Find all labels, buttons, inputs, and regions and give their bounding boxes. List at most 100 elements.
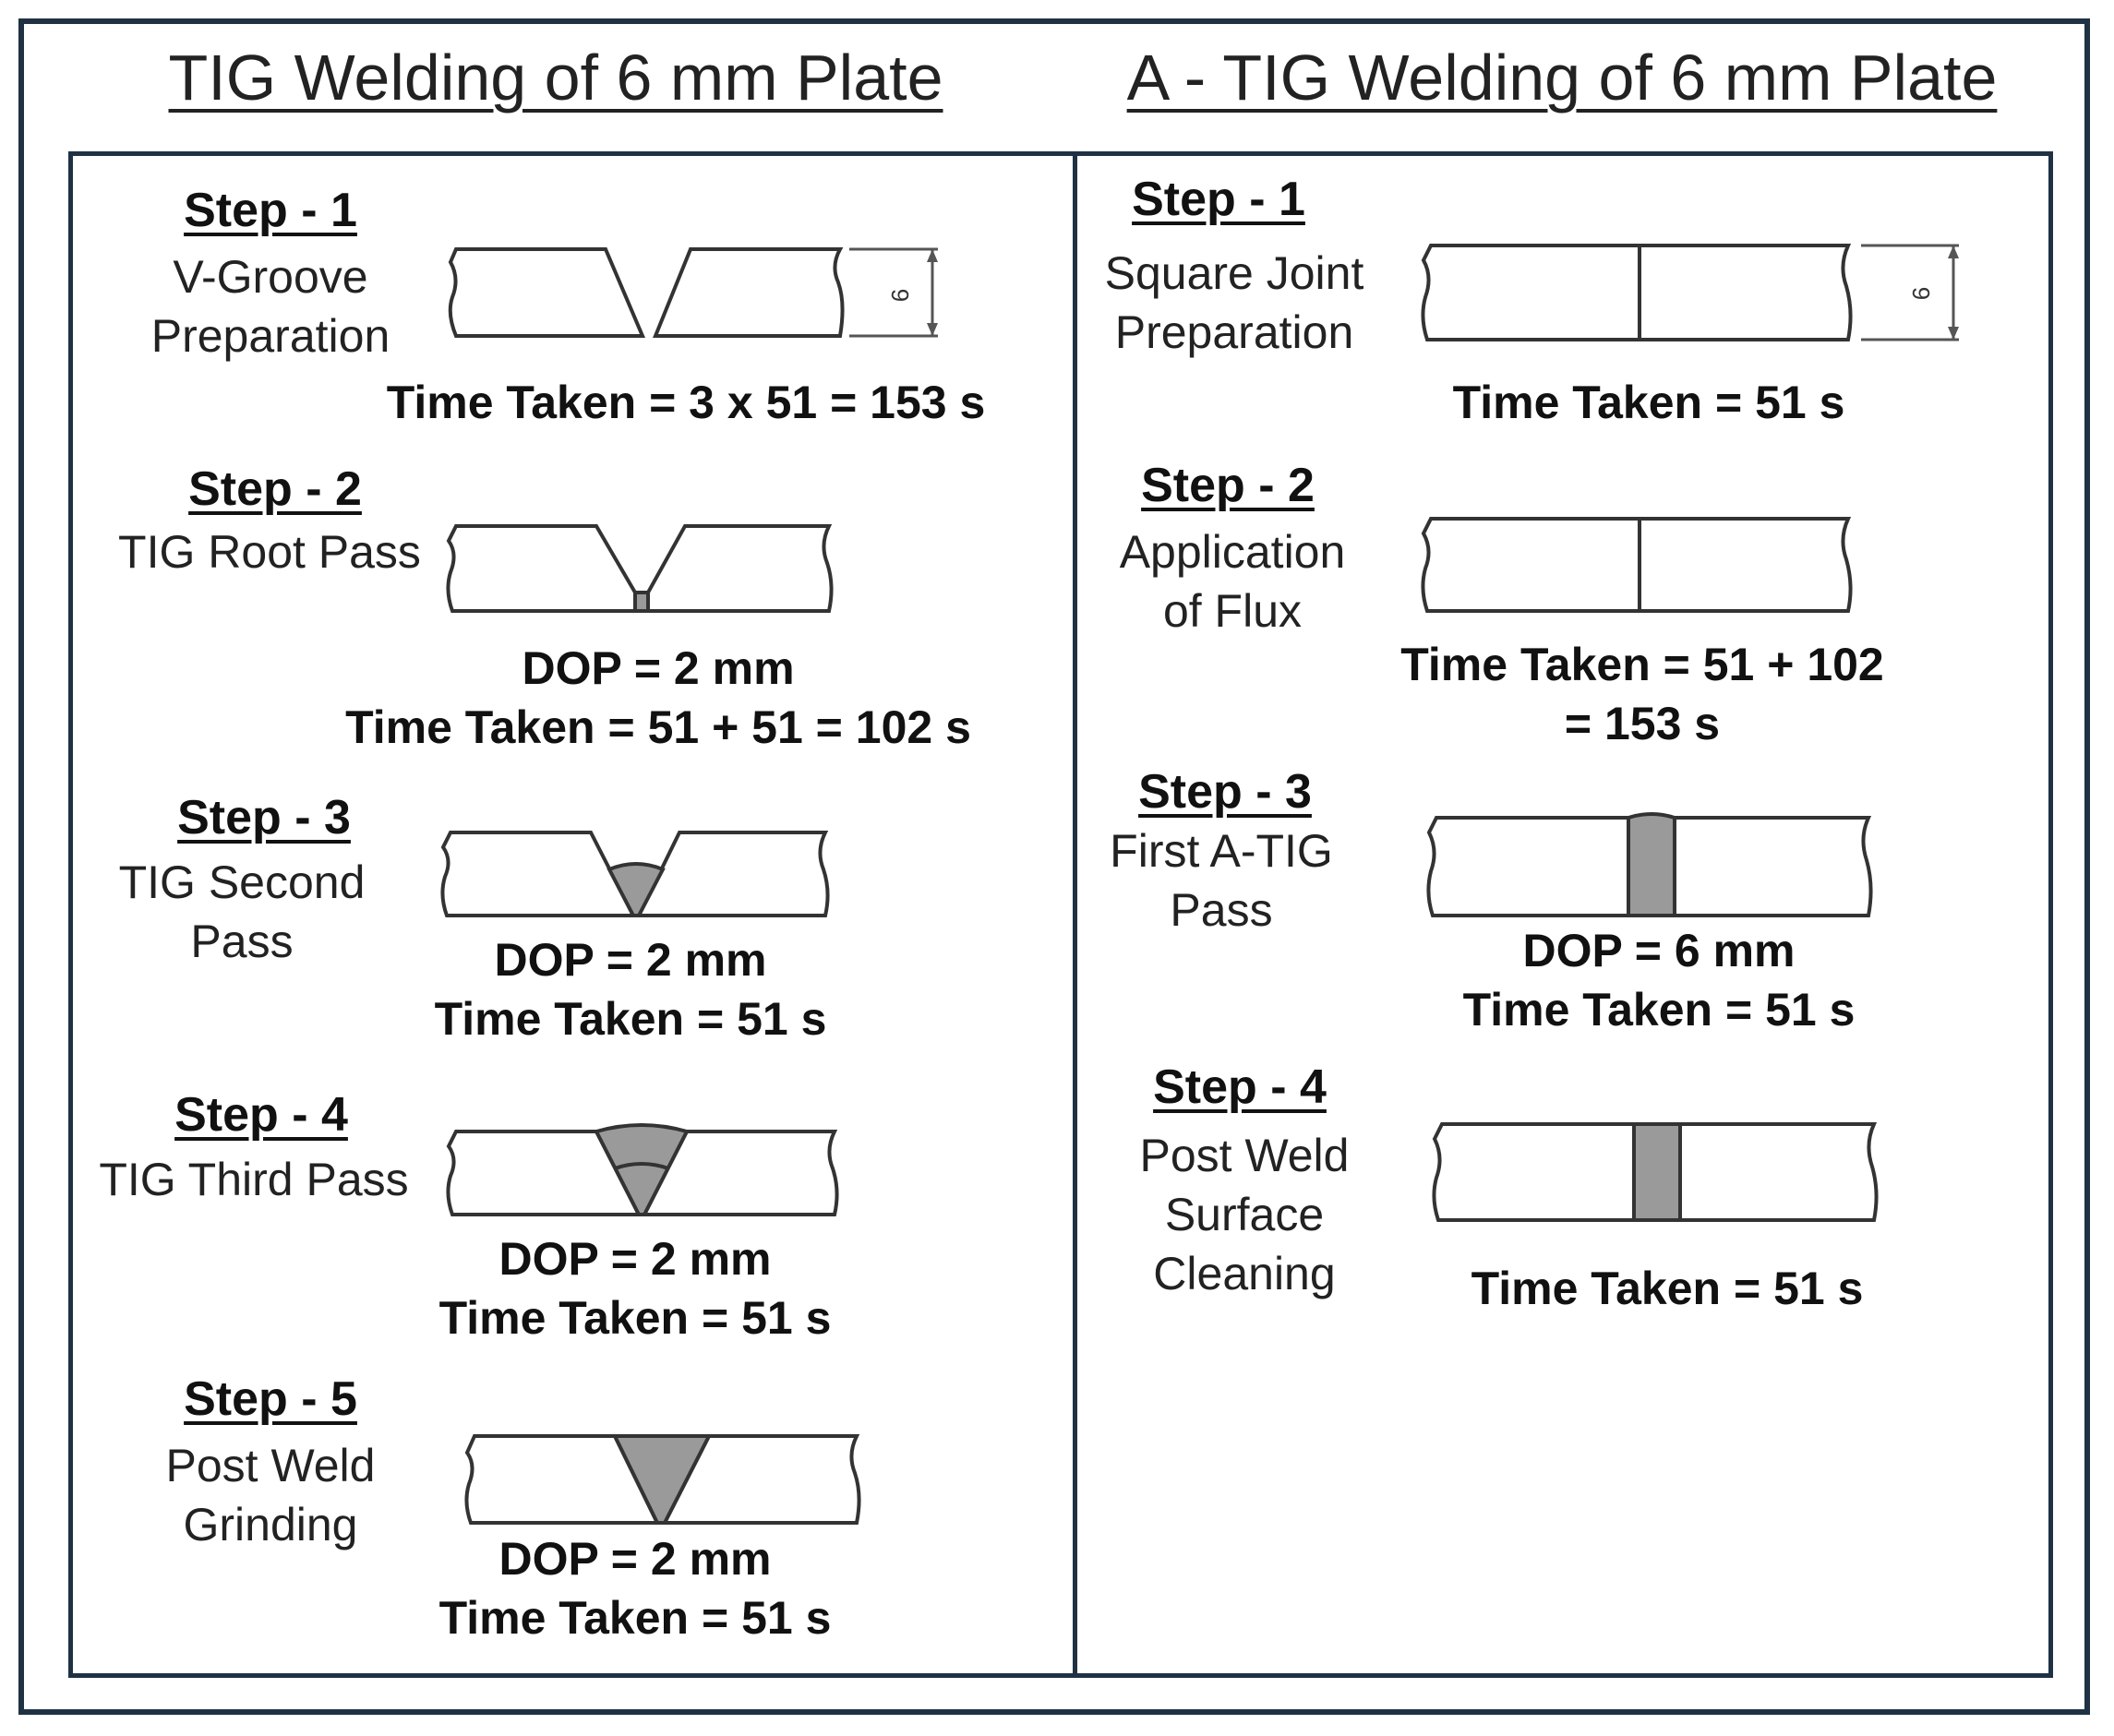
right-step-2-title: Step - 2 (1141, 459, 1315, 512)
left-step-3-desc-line-2: Pass (190, 916, 294, 967)
right-step-2-info: Time Taken = 51 + 102 = 153 s (1400, 635, 1884, 753)
second-pass-weld-bead (607, 862, 666, 917)
left-plate (440, 831, 637, 917)
right-step-4-title: Step - 4 (1153, 1060, 1327, 1114)
left-step-3-time: Time Taken = 51 s (434, 993, 827, 1045)
left-step-3-title: Step - 3 (177, 791, 351, 844)
post-weld-grinding-sketch (464, 1434, 861, 1525)
right-plate-square (1678, 1122, 1879, 1222)
right-plate-square (1638, 244, 1853, 341)
left-step-1-title: Step - 1 (184, 184, 357, 237)
left-plate-square (1421, 517, 1641, 613)
right-step-4-desc-line-1: Post Weld (1139, 1130, 1350, 1181)
right-step-1-desc-line-2: Preparation (1114, 306, 1354, 358)
left-step-1-info: Time Taken = 3 x 51 = 153 s (387, 373, 986, 432)
right-step-3-desc-line-2: Pass (1170, 884, 1273, 936)
right-step-1-title: Step - 1 (1132, 173, 1305, 226)
inner-frame (68, 151, 2053, 1678)
ground-weld-bead (611, 1434, 713, 1525)
right-step-2-desc-line-2: of Flux (1162, 585, 1303, 637)
right-plate (661, 1434, 861, 1525)
left-step-4-description: TIG Third Pass (99, 1150, 408, 1209)
third-pass-sketch (446, 1123, 839, 1216)
dimension-arrow-bottom (927, 323, 938, 336)
left-step-4-desc-line-1: TIG Third Pass (99, 1154, 409, 1205)
right-step-1-time: Time Taken = 51 s (1452, 377, 1845, 428)
left-step-3-description: TIG Second Pass (119, 853, 366, 971)
right-plate (635, 831, 830, 917)
cleaned-weld-bead (1632, 1122, 1682, 1222)
dimension-arrow-top (927, 249, 938, 262)
surface-cleaning-sketch (1432, 1122, 1879, 1222)
right-step-2-desc-line-1: Application (1119, 526, 1346, 578)
right-step-2-time-line-2: = 153 s (1564, 698, 1721, 749)
left-plate (464, 1434, 661, 1525)
left-step-5-info: DOP = 2 mm Time Taken = 51 s (439, 1529, 832, 1647)
left-plate-square (1432, 1122, 1636, 1222)
right-step-3-title: Step - 3 (1138, 765, 1312, 819)
right-plate-square (1638, 517, 1853, 613)
left-step-5-description: Post Weld Grinding (166, 1436, 376, 1554)
left-step-1-time: Time Taken = 3 x 51 = 153 s (386, 377, 986, 428)
thickness-dimension-label: 6 (886, 289, 914, 302)
first-atig-pass-sketch (1426, 812, 1873, 917)
left-step-4-info: DOP = 2 mm Time Taken = 51 s (439, 1229, 832, 1347)
outer-frame (18, 18, 2090, 1715)
right-step-3-dop: DOP = 6 mm (1522, 925, 1796, 976)
dimension-arrow-top (1948, 245, 1959, 258)
left-step-4-title: Step - 4 (174, 1088, 348, 1142)
flux-application-sketch (1421, 517, 1853, 613)
left-plate-square (1421, 244, 1641, 341)
left-column-title: TIG Welding of 6 mm Plate (168, 42, 943, 114)
left-step-1-desc-line-1: V-Groove (173, 251, 368, 303)
right-step-4-info: Time Taken = 51 s (1471, 1259, 1864, 1318)
left-step-2-description: TIG Root Pass (118, 522, 421, 581)
left-step-2-time: Time Taken = 51 + 51 = 102 s (345, 701, 971, 753)
left-step-5-desc-line-2: Grinding (183, 1499, 358, 1550)
column-divider (1073, 151, 1077, 1678)
right-step-3-desc-line-1: First A-TIG (1110, 825, 1333, 877)
second-pass-sketch (440, 831, 830, 917)
right-step-4-desc-line-3: Cleaning (1153, 1248, 1336, 1299)
right-step-4-desc-line-2: Surface (1164, 1189, 1325, 1240)
root-weld-bead (633, 591, 650, 613)
left-plate-square (1426, 816, 1630, 917)
v-groove-sketch: 6 (448, 247, 938, 338)
left-step-3-info: DOP = 2 mm Time Taken = 51 s (435, 930, 827, 1048)
right-step-2-time-line-1: Time Taken = 51 + 102 (1400, 639, 1884, 690)
right-plate-square (1673, 816, 1873, 917)
thickness-dimension-label: 6 (1907, 287, 1935, 300)
left-step-4-dop: DOP = 2 mm (498, 1233, 772, 1285)
right-step-2-description: Application of Flux (1120, 522, 1346, 641)
full-penetration-weld-bead (1627, 812, 1676, 917)
left-step-5-title: Step - 5 (184, 1372, 357, 1426)
right-plate (646, 524, 834, 613)
right-step-4-time: Time Taken = 51 s (1471, 1263, 1864, 1314)
left-plate (446, 1130, 643, 1216)
right-step-4-description: Post Weld Surface Cleaning (1140, 1126, 1350, 1303)
left-plate-bevelled (448, 247, 646, 338)
right-plate (641, 1130, 839, 1216)
left-step-5-dop: DOP = 2 mm (498, 1533, 772, 1585)
right-plate-bevelled (653, 247, 845, 338)
left-step-1-desc-line-2: Preparation (150, 310, 390, 362)
right-step-1-info: Time Taken = 51 s (1453, 373, 1845, 432)
square-joint-sketch: 6 (1421, 244, 1959, 341)
right-step-3-info: DOP = 6 mm Time Taken = 51 s (1463, 921, 1856, 1039)
left-step-4-time: Time Taken = 51 s (438, 1292, 832, 1344)
left-plate (446, 524, 637, 613)
left-step-2-title: Step - 2 (188, 462, 362, 516)
dimension-arrow-bottom (1948, 327, 1959, 340)
left-step-5-time: Time Taken = 51 s (438, 1592, 832, 1644)
left-step-5-desc-line-1: Post Weld (165, 1440, 376, 1491)
left-step-1-description: V-Groove Preparation (151, 247, 390, 365)
third-pass-weld-bead (594, 1123, 690, 1216)
left-step-2-desc-line-1: TIG Root Pass (118, 526, 421, 578)
right-step-1-desc-line-1: Square Joint (1104, 247, 1364, 299)
right-step-1-description: Square Joint Preparation (1105, 244, 1364, 362)
right-column-title: A - TIG Welding of 6 mm Plate (1126, 42, 1998, 114)
interpass-line (614, 1162, 669, 1170)
right-step-3-description: First A-TIG Pass (1110, 821, 1333, 940)
left-step-3-desc-line-1: TIG Second (118, 856, 366, 908)
